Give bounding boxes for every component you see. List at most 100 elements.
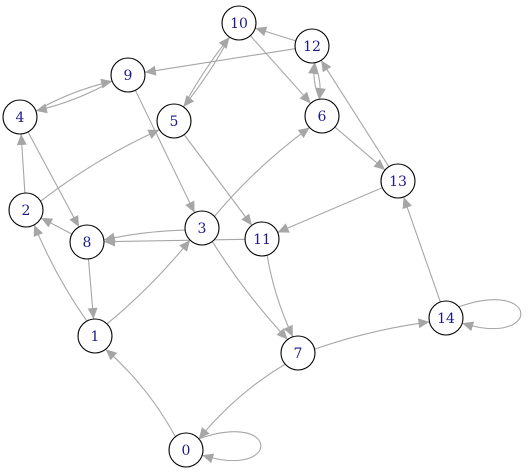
node-10-circle	[221, 5, 257, 41]
node-4-circle	[2, 99, 38, 135]
node-5-label: 5	[170, 114, 179, 130]
edge-4-to-8-arrowhead	[69, 214, 79, 228]
node-13-label: 13	[389, 174, 407, 190]
node-13: 13	[380, 163, 416, 199]
edge-11-to-7-arrowhead	[283, 324, 293, 337]
edge-12-to-10-arrowhead	[255, 26, 268, 37]
node-9-circle	[110, 57, 146, 93]
edge-14-to-14-arrowhead	[462, 321, 475, 332]
edge-4-to-9	[35, 80, 113, 112]
edge-0-to-0	[198, 431, 262, 461]
edge-8-to-1-arrowhead	[87, 307, 98, 320]
node-2-label: 2	[22, 203, 31, 219]
node-1-circle	[77, 318, 113, 354]
edge-2-to-5-arrowhead	[147, 129, 160, 139]
node-7: 7	[280, 335, 316, 371]
node-4: 4	[2, 99, 38, 135]
node-12: 12	[294, 28, 330, 64]
node-10: 10	[221, 5, 257, 41]
node-3-label: 3	[198, 221, 207, 237]
node-5: 5	[156, 103, 192, 139]
edge-12-to-9	[144, 48, 296, 73]
edge-9-to-3	[134, 90, 196, 213]
node-2-circle	[8, 192, 44, 228]
edge-7-to-14-arrowhead	[417, 318, 430, 329]
edge-13-to-12-arrowhead	[321, 60, 332, 73]
edge-0-to-1-arrowhead	[105, 349, 118, 361]
edge-3-to-7-arrowhead	[276, 328, 288, 340]
edge-8-to-2-arrowhead	[41, 217, 54, 228]
node-0: 0	[168, 432, 204, 468]
node-7-circle	[280, 335, 316, 371]
edge-5-to-11-arrowhead	[241, 213, 252, 226]
edge-5-to-10-arrowhead	[218, 37, 230, 49]
node-3-circle	[184, 210, 220, 246]
node-10-label: 10	[230, 16, 248, 32]
node-1: 1	[77, 318, 113, 354]
node-14: 14	[428, 300, 464, 336]
node-14-label: 14	[437, 311, 455, 327]
node-8: 8	[69, 224, 105, 260]
node-9: 9	[110, 57, 146, 93]
node-11-circle	[244, 221, 280, 257]
node-12-circle	[294, 28, 330, 64]
node-6: 6	[304, 98, 340, 134]
edge-14-to-13-arrowhead	[402, 197, 412, 210]
edge-11-to-8-arrowhead	[103, 236, 116, 247]
edge-7-to-0	[198, 363, 286, 440]
node-3: 3	[184, 210, 220, 246]
edge-1-to-2	[33, 224, 88, 322]
node-8-circle	[69, 224, 105, 260]
edge-9-to-3-arrowhead	[185, 200, 195, 213]
edge-1-to-2-arrowhead	[33, 224, 43, 237]
edge-1-to-3-arrowhead	[179, 240, 191, 252]
node-6-circle	[304, 98, 340, 134]
node-9-label: 9	[124, 68, 133, 84]
node-11-label: 11	[253, 232, 271, 248]
edge-2-to-5	[40, 129, 160, 202]
edge-13-to-12	[320, 60, 390, 167]
edge-6-to-12-arrowhead	[308, 62, 319, 75]
node-0-label: 0	[182, 443, 191, 459]
edge-3-to-6	[214, 127, 310, 217]
edge-3-to-7	[211, 241, 289, 340]
edge-layer	[16, 26, 522, 464]
node-0-circle	[168, 432, 204, 468]
node-2: 2	[8, 192, 44, 228]
node-11: 11	[244, 221, 280, 257]
node-8-label: 8	[83, 235, 92, 251]
edge-9-to-4-arrowhead	[35, 103, 48, 114]
edge-2-to-4-arrowhead	[16, 133, 27, 146]
edge-3-to-8	[103, 229, 186, 241]
edge-3-to-6-arrowhead	[297, 127, 310, 139]
edge-0-to-0-arrowhead	[202, 453, 215, 464]
node-7-label: 7	[294, 346, 303, 362]
edge-11-to-8	[103, 238, 246, 243]
edge-10-to-5	[182, 36, 231, 108]
edge-1-to-3	[106, 239, 191, 325]
node-4-label: 4	[16, 110, 25, 126]
edge-9-to-4	[35, 80, 113, 112]
edge-13-to-11	[277, 187, 383, 233]
node-5-circle	[156, 103, 192, 139]
edge-5-to-11	[183, 134, 253, 226]
node-6-label: 6	[318, 109, 327, 125]
edge-4-to-8	[27, 131, 80, 228]
edge-6-to-13-arrowhead	[373, 159, 386, 170]
edge-13-to-11-arrowhead	[277, 223, 290, 233]
edge-10-to-6-arrowhead	[299, 91, 311, 104]
node-12-label: 12	[303, 39, 321, 55]
node-13-circle	[380, 163, 416, 199]
edge-10-to-5-arrowhead	[183, 95, 195, 107]
edge-11-to-7	[266, 255, 294, 338]
edge-0-to-1	[105, 348, 176, 437]
edge-7-to-14	[314, 321, 430, 350]
node-14-circle	[428, 300, 464, 336]
edge-14-to-13	[403, 196, 441, 303]
edge-7-to-0-arrowhead	[198, 427, 210, 439]
node-1-label: 1	[91, 329, 100, 345]
edge-12-to-9-arrowhead	[144, 65, 157, 76]
edge-12-to-6-arrowhead	[315, 87, 326, 100]
